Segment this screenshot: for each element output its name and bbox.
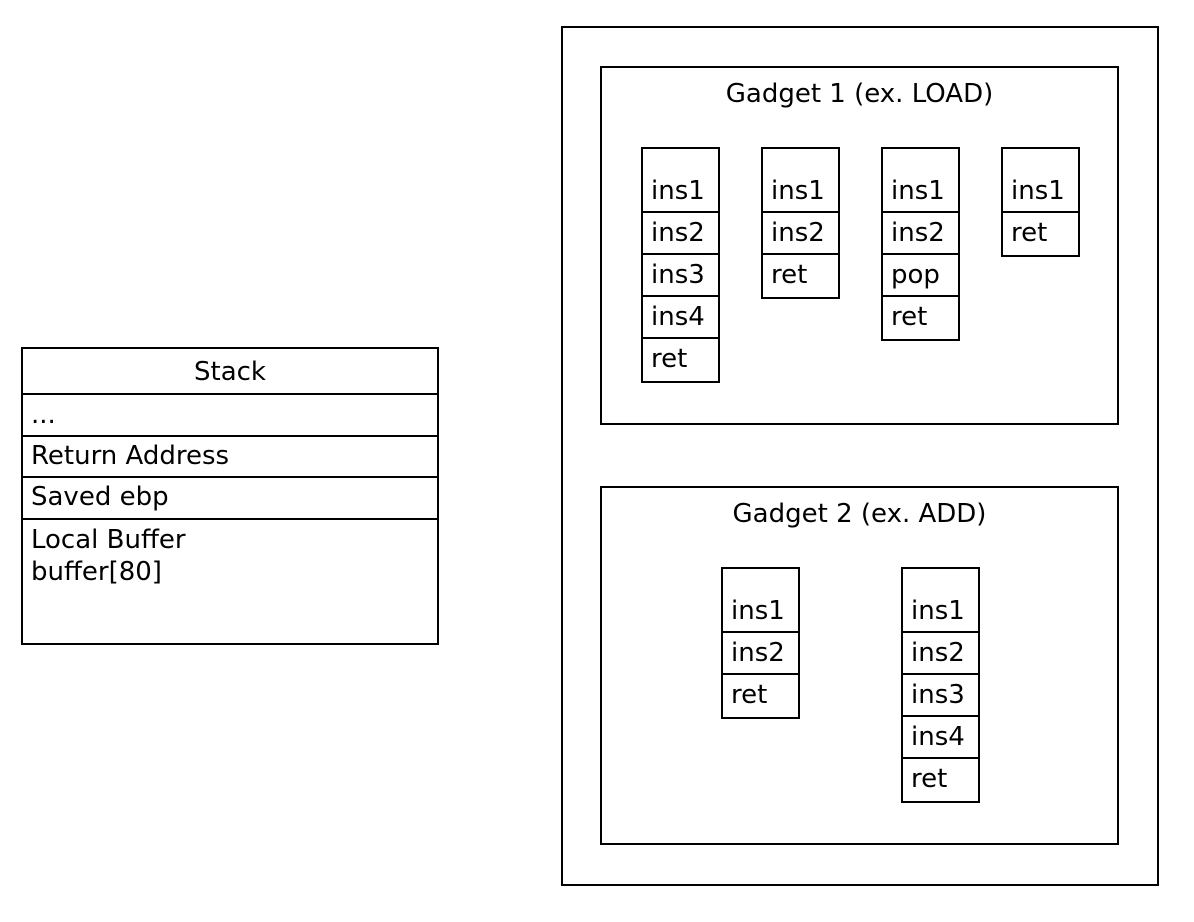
instruction: pop bbox=[883, 255, 958, 297]
instruction: ret bbox=[1011, 218, 1048, 248]
instruction: ins2 bbox=[903, 633, 978, 675]
gadget-1-chain-3: ins1 ins2 pop ret bbox=[881, 147, 960, 341]
gadget-1-chain-2: ins1 ins2 ret bbox=[761, 147, 840, 299]
gadget-1-chain-4: ins1 ret bbox=[1001, 147, 1080, 257]
instruction: ins1 bbox=[1003, 171, 1078, 213]
instruction: ins4 bbox=[643, 297, 718, 339]
gadget-1-title: Gadget 1 (ex. LOAD) bbox=[725, 79, 994, 109]
instruction: ins1 bbox=[723, 591, 798, 633]
stack-row-return-address: Return Address bbox=[23, 437, 437, 478]
gadget-1-chain-1: ins1 ins2 ins3 ins4 ret bbox=[641, 147, 720, 383]
instruction: ins2 bbox=[763, 213, 838, 255]
stack-row-saved-ebp: Saved ebp bbox=[23, 478, 437, 520]
gadget-2-title: Gadget 2 (ex. ADD) bbox=[732, 499, 987, 529]
stack-box: Stack ... Return Address Saved ebp Local… bbox=[21, 347, 439, 645]
local-buffer-label: Local Buffer bbox=[31, 525, 186, 555]
instruction: ins1 bbox=[883, 171, 958, 213]
stack-row-ellipsis: ... bbox=[23, 395, 437, 437]
instruction: ret bbox=[731, 680, 768, 710]
instruction: ins4 bbox=[903, 717, 978, 759]
stack-row-local-buffer: Local Buffer buffer[80] bbox=[23, 520, 437, 588]
instruction: ins3 bbox=[903, 675, 978, 717]
instruction: ret bbox=[891, 302, 928, 332]
instruction: ins3 bbox=[643, 255, 718, 297]
instruction: ins1 bbox=[903, 591, 978, 633]
instruction: ins1 bbox=[643, 171, 718, 213]
instruction: ins1 bbox=[763, 171, 838, 213]
stack-title: Stack bbox=[23, 349, 437, 395]
instruction: ins2 bbox=[883, 213, 958, 255]
gadget-2-chain-2: ins1 ins2 ins3 ins4 ret bbox=[901, 567, 980, 803]
gadget-2-box: Gadget 2 (ex. ADD) ins1 ins2 ret ins1 in… bbox=[600, 486, 1119, 845]
instruction: ins2 bbox=[643, 213, 718, 255]
instruction: ret bbox=[771, 260, 808, 290]
gadget-2-chain-1: ins1 ins2 ret bbox=[721, 567, 800, 719]
instruction: ins2 bbox=[723, 633, 798, 675]
local-buffer-size: buffer[80] bbox=[31, 557, 162, 587]
instruction: ret bbox=[911, 764, 948, 794]
instruction: ret bbox=[651, 344, 688, 374]
gadget-1-box: Gadget 1 (ex. LOAD) ins1 ins2 ins3 ins4 … bbox=[600, 66, 1119, 425]
